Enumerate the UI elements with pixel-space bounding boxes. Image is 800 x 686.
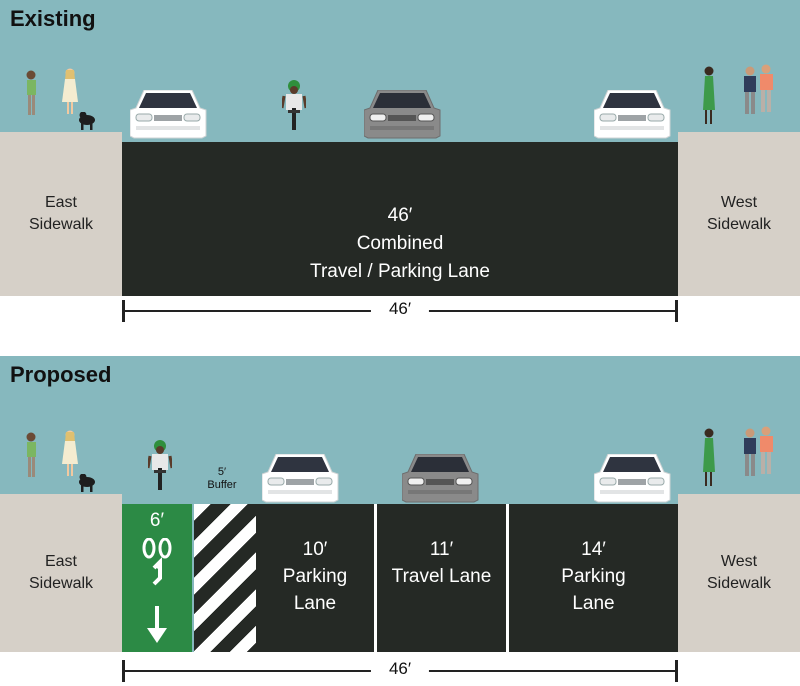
pedestrian-icon — [26, 70, 36, 115]
combined-lane — [122, 142, 678, 296]
east-sidewalk-label: East Sidewalk — [28, 553, 94, 592]
lane-name: Parking — [561, 566, 626, 587]
car-icon — [594, 90, 671, 139]
dog-icon — [79, 112, 95, 130]
section-title: Proposed — [10, 362, 112, 387]
pedestrian-icon — [760, 64, 773, 112]
dimension-label: 46′ — [370, 659, 430, 679]
section-title: Existing — [10, 6, 96, 31]
east-sidewalk-label: East Sidewalk — [28, 194, 94, 233]
buffer-name: Buffer — [207, 479, 237, 491]
arrow-down-icon — [147, 606, 167, 643]
parking-lane-right-label: 14′ Parking Lane — [509, 536, 678, 617]
cyclist-icon — [148, 440, 172, 492]
travel-lane-label: 11′ Travel Lane — [377, 536, 506, 590]
pedestrian-icon — [760, 426, 773, 474]
west-sidewalk-label: West Sidewalk — [706, 553, 772, 592]
lane-width: 10′ — [302, 539, 328, 560]
combined-lane-name-line1: Combined — [356, 233, 444, 254]
bike-lane-width: 6′ — [149, 510, 165, 531]
dimension-line: 46′ — [122, 299, 678, 322]
lane-name: Lane — [293, 593, 337, 614]
combined-lane-width: 46′ — [387, 205, 413, 226]
lane-name: Lane — [572, 593, 615, 614]
combined-lane-label: 46′ Combined Travel / Parking Lane — [122, 202, 678, 286]
pedestrian-icon — [26, 432, 36, 477]
combined-lane-name-line2: Travel / Parking Lane — [310, 261, 490, 282]
pedestrian-icon — [703, 428, 715, 486]
dimension-label: 46′ — [370, 299, 430, 319]
west-sidewalk: West Sidewalk — [678, 132, 800, 296]
pedestrian-icon — [744, 428, 756, 476]
lane-width: 11′ — [429, 539, 454, 560]
buffer-zone — [194, 504, 256, 652]
car-icon — [262, 454, 339, 503]
lane-name: Travel Lane — [391, 566, 492, 587]
east-sidewalk: East Sidewalk — [0, 132, 122, 296]
car-icon — [594, 454, 671, 503]
buffer-label: 5′ Buffer — [202, 466, 242, 492]
car-icon — [364, 90, 441, 139]
lane-name: Parking — [282, 566, 348, 587]
car-icon — [130, 90, 207, 139]
pedestrian-icon — [744, 66, 756, 114]
car-icon — [402, 454, 479, 503]
dimension-line: 46′ — [122, 659, 678, 682]
lane-divider — [374, 504, 377, 652]
bike-lane: 6′ — [122, 504, 192, 652]
pedestrian-icon — [703, 66, 715, 124]
dog-icon — [79, 474, 95, 492]
proposed-section: Proposed 5′ Buffer East Sidewalk 6′ 10 — [0, 356, 800, 652]
west-sidewalk: West Sidewalk — [678, 494, 800, 652]
lane-width: 14′ — [581, 539, 606, 560]
buffer-width: 5′ — [217, 466, 227, 478]
bike-symbol-icon — [142, 538, 172, 586]
east-sidewalk: East Sidewalk — [0, 494, 122, 652]
roadway — [256, 504, 678, 652]
west-sidewalk-label: West Sidewalk — [706, 194, 772, 233]
parking-lane-left-label: 10′ Parking Lane — [256, 536, 374, 617]
cyclist-icon — [282, 80, 306, 132]
lane-divider — [506, 504, 509, 652]
existing-section: Existing East Sidewalk 46′ Combined Trav… — [0, 0, 800, 296]
